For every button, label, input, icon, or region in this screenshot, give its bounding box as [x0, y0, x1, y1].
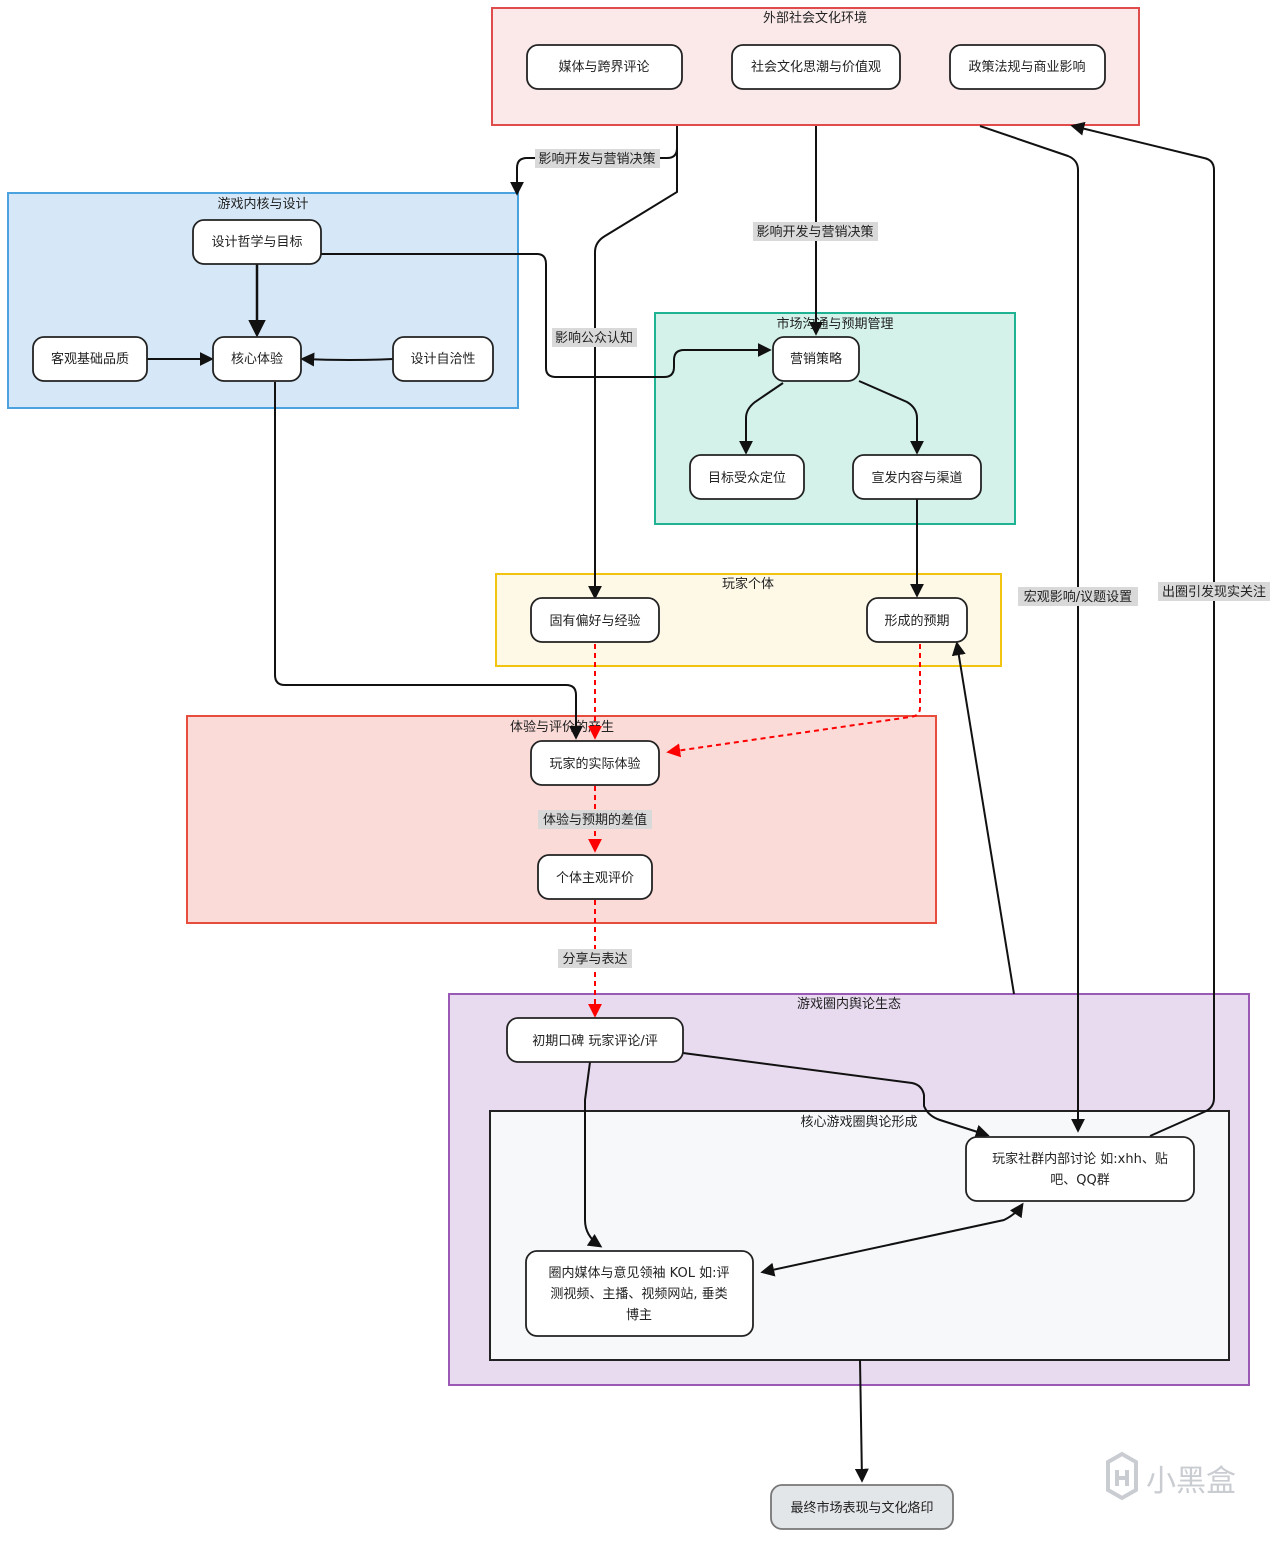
edge-label-text: 宏观影响/议题设置	[1024, 589, 1132, 605]
node-design-consistency[interactable]: 设计自洽性	[392, 336, 494, 382]
edge-label-influence-dev-marketing: 影响开发与营销决策	[753, 222, 878, 241]
node-label: 最终市场表现与文化烙印	[790, 1500, 933, 1516]
node-label: 固有偏好与经验	[549, 613, 640, 629]
node-core-experience[interactable]: 核心体验	[212, 336, 302, 382]
edge-label-text: 体验与预期的差值	[543, 812, 647, 828]
node-social-trends[interactable]: 社会文化思潮与价值观	[731, 44, 901, 90]
node-target-audience[interactable]: 目标受众定位	[689, 454, 805, 500]
edge-community-to-expectation	[951, 641, 1015, 995]
edge-label-share-express: 分享与表达	[558, 949, 632, 968]
node-label: 目标受众定位	[708, 471, 786, 486]
edge-kol-community-bidirectional	[760, 1202, 1024, 1277]
node-label: 媒体与跨界评论	[558, 60, 649, 75]
edge-label-text: 分享与表达	[562, 951, 627, 967]
node-inherent-preference[interactable]: 固有偏好与经验	[530, 597, 660, 643]
group-title: 游戏圈内舆论生态	[797, 996, 901, 1012]
node-label: 玩家的实际体验	[549, 756, 640, 772]
node-label: 社会文化思潮与价值观	[751, 59, 881, 75]
edge-label-influence-public-perception: 影响公众认知	[552, 328, 637, 347]
edges	[147, 121, 1215, 1483]
node-label: 设计哲学与目标	[211, 234, 302, 250]
node-marketing-strategy[interactable]: 营销策略	[772, 336, 860, 382]
edge-label-macro-influence: 宏观影响/议题设置	[1018, 587, 1138, 606]
edge-external-to-community	[979, 125, 1085, 1133]
edge-label-experience-gap: 体验与预期的差值	[538, 810, 652, 829]
node-policy-commerce[interactable]: 政策法规与商业影响	[949, 44, 1106, 90]
node-promo-channels[interactable]: 宣发内容与渠道	[852, 454, 982, 500]
edge-label-text: 影响开发与营销决策	[538, 151, 655, 167]
node-label: 个体主观评价	[556, 871, 634, 886]
nodes: 媒体与跨界评论 社会文化思潮与价值观 政策法规与商业影响 设计哲学与目标 客观基…	[32, 44, 1195, 1530]
group-title: 游戏内核与设计	[217, 196, 308, 212]
node-label: 政策法规与商业影响	[968, 59, 1085, 75]
edge-marketing-to-audience	[739, 382, 784, 455]
edge-wom-to-kol	[584, 1061, 603, 1248]
edge-expectation-to-actual	[666, 644, 921, 758]
edge-wom-to-community	[682, 1052, 990, 1139]
node-final-outcome[interactable]: 最终市场表现与文化烙印	[770, 1484, 954, 1530]
node-label: 核心体验	[231, 351, 283, 367]
edge-label-influence-dev-marketing: 影响开发与营销决策	[535, 149, 660, 168]
watermark-logo-icon	[1106, 1451, 1138, 1501]
node-label: 客观基础品质	[51, 351, 129, 367]
node-label-line: 吧、QQ群	[1050, 1173, 1109, 1188]
node-label-line: 博主	[626, 1308, 652, 1323]
edge-marketing-to-promo	[858, 380, 924, 455]
edge-external-to-player-preference	[588, 126, 678, 600]
edge-label-text: 影响开发与营销决策	[756, 224, 873, 240]
node-label: 设计自洽性	[410, 352, 475, 367]
node-label-line: 测视频、主播、视频网站, 垂类	[550, 1287, 727, 1302]
node-label: 宣发内容与渠道	[871, 470, 962, 486]
node-label: 初期口碑 玩家评论/评	[532, 1033, 658, 1049]
node-label-line: 圈内媒体与意见领袖 KOL 如:评	[549, 1265, 730, 1281]
group-title: 核心游戏圈舆论形成	[800, 1115, 917, 1130]
group-title: 体验与评价的产生	[510, 719, 614, 735]
node-media-crossover[interactable]: 媒体与跨界评论	[526, 44, 683, 90]
edge-community-to-external	[1070, 121, 1215, 1137]
node-early-word-of-mouth[interactable]: 初期口碑 玩家评论/评	[506, 1017, 684, 1063]
edge-label-text: 出圈引发现实关注	[1162, 584, 1266, 600]
edge-consistency-to-core-experience	[300, 352, 394, 367]
edge-core-experience-to-actual	[274, 382, 583, 740]
group-title: 市场沟通与预期管理	[776, 316, 893, 332]
node-kol-media[interactable]: 圈内媒体与意见领袖 KOL 如:评 测视频、主播、视频网站, 垂类 博主	[525, 1250, 754, 1337]
edge-label-text: 影响公众认知	[555, 330, 633, 346]
node-actual-experience[interactable]: 玩家的实际体验	[530, 740, 660, 786]
node-label: 营销策略	[790, 351, 842, 367]
watermark-text: 小黑盒	[1146, 1464, 1236, 1499]
edge-ecosystem-to-final	[854, 1359, 869, 1483]
node-label-line: 玩家社群内部讨论 如:xhh、贴	[992, 1151, 1168, 1167]
group-title: 玩家个体	[722, 576, 774, 592]
node-subjective-review[interactable]: 个体主观评价	[537, 854, 653, 900]
edge-design-to-marketing	[321, 253, 772, 378]
edge-label-breakout-attention: 出圈引发现实关注	[1158, 582, 1270, 601]
node-community-discussion[interactable]: 玩家社群内部讨论 如:xhh、贴 吧、QQ群	[965, 1136, 1195, 1202]
node-formed-expectation[interactable]: 形成的预期	[866, 597, 968, 643]
edge-labels: 影响开发与营销决策 影响开发与营销决策 影响公众认知 宏观影响/议题设置 出圈引…	[535, 149, 1270, 968]
node-design-philosophy[interactable]: 设计哲学与目标	[192, 219, 322, 265]
watermark: 小黑盒	[1106, 1451, 1236, 1501]
node-base-quality[interactable]: 客观基础品质	[32, 336, 148, 382]
group-title: 外部社会文化环境	[763, 10, 867, 26]
node-label: 形成的预期	[884, 613, 949, 629]
